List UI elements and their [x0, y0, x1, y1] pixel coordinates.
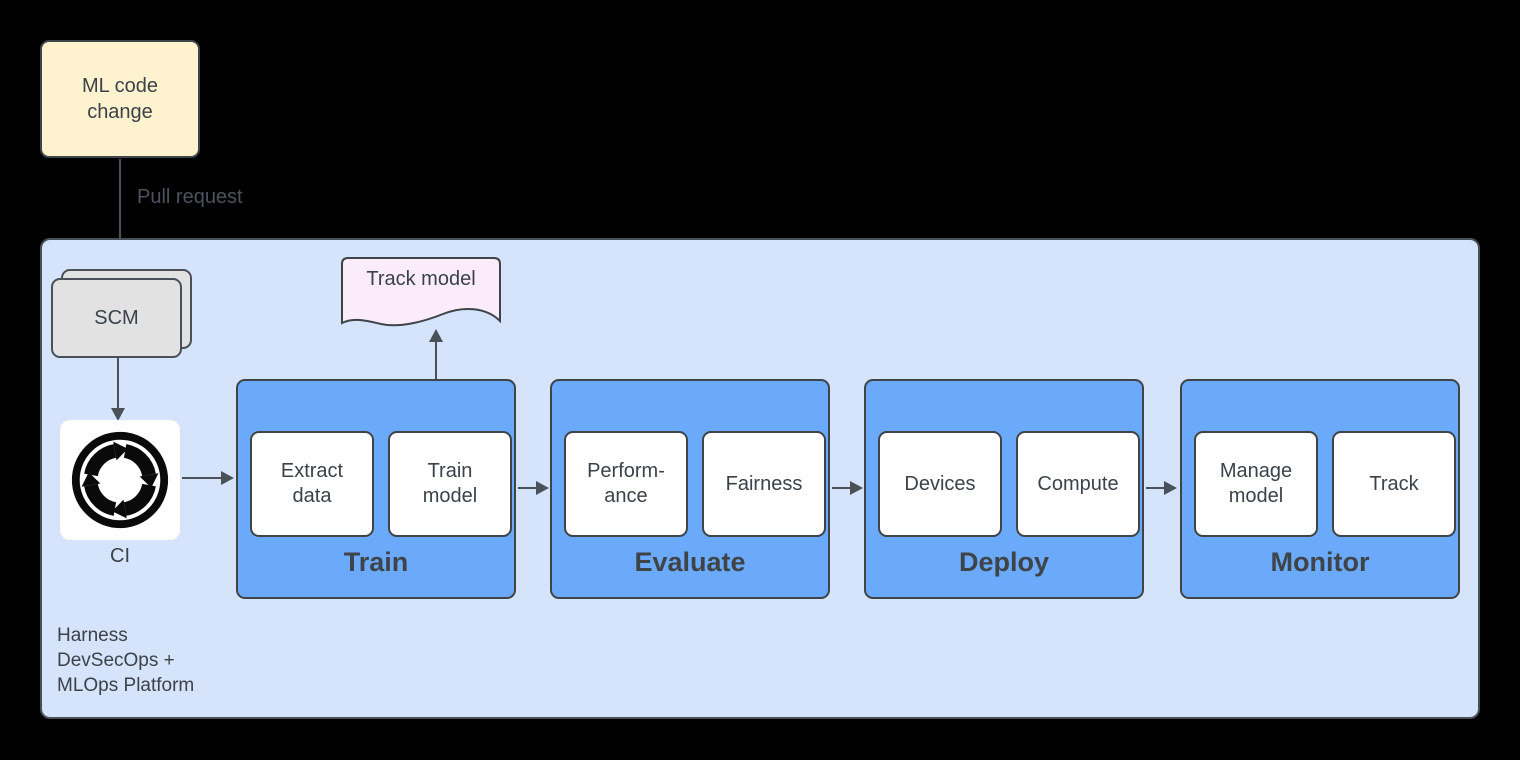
step-performance: Perform- ance: [564, 431, 688, 537]
stage-train: Extract data Train model Train: [236, 379, 516, 599]
ci-to-train-arrowhead: [221, 471, 234, 485]
stage-evaluate-title: Evaluate: [634, 547, 746, 577]
step-devices: Devices: [878, 431, 1002, 537]
platform-label: Harness DevSecOps + MLOps Platform: [57, 625, 195, 696]
ci-to-train-arrow: [182, 477, 221, 479]
step-fairness: Fairness: [702, 431, 826, 537]
track-model-label: Track model: [366, 268, 476, 290]
stage-evaluate: Perform- ance Fairness Evaluate: [550, 379, 830, 599]
train-to-track-arrow: [435, 342, 437, 379]
ci-sync-icon: [71, 431, 169, 529]
step-extract-data: Extract data: [250, 431, 374, 537]
stage-train-title: Train: [343, 547, 409, 577]
ci-node: [60, 420, 180, 540]
evaluate-to-deploy-arrowhead: [850, 481, 863, 495]
step-manage-model: Manage model: [1194, 431, 1318, 537]
stage-monitor-title: Monitor: [1270, 547, 1370, 577]
train-to-evaluate-arrow: [518, 487, 536, 489]
step-compute: Compute: [1016, 431, 1140, 537]
deploy-to-monitor-arrow: [1146, 487, 1164, 489]
step-track: Track: [1332, 431, 1456, 537]
stage-deploy-title: Deploy: [958, 547, 1050, 577]
track-model-node: [341, 257, 501, 327]
pull-request-arrow: [119, 159, 121, 255]
train-to-track-arrowhead: [429, 329, 443, 342]
ml-code-change-node: ML code change: [40, 40, 200, 158]
stage-monitor: Manage model Track Monitor: [1180, 379, 1460, 599]
stage-deploy: Devices Compute Deploy: [864, 379, 1144, 599]
step-train-model: Train model: [388, 431, 512, 537]
ci-label: CI: [110, 545, 130, 567]
pull-request-label: Pull request: [137, 186, 243, 208]
scm-to-ci-arrowhead: [111, 408, 125, 421]
evaluate-to-deploy-arrow: [832, 487, 850, 489]
train-to-evaluate-arrowhead: [536, 481, 549, 495]
scm-node: SCM: [51, 278, 182, 358]
scm-to-ci-arrow: [117, 358, 119, 408]
deploy-to-monitor-arrowhead: [1164, 481, 1177, 495]
